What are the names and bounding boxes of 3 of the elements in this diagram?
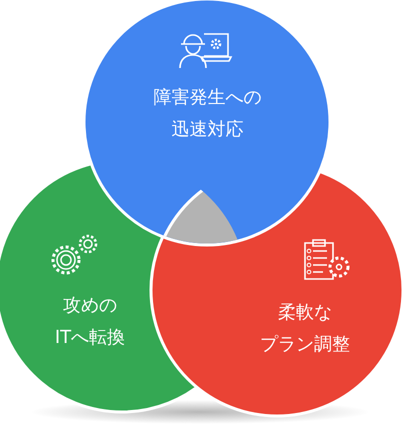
circle-label: 柔軟なプラン調整 (259, 301, 351, 357)
circle-label: 攻めのITへ転換 (54, 294, 126, 350)
circle-label: 障害発生への迅速対応 (152, 86, 262, 142)
